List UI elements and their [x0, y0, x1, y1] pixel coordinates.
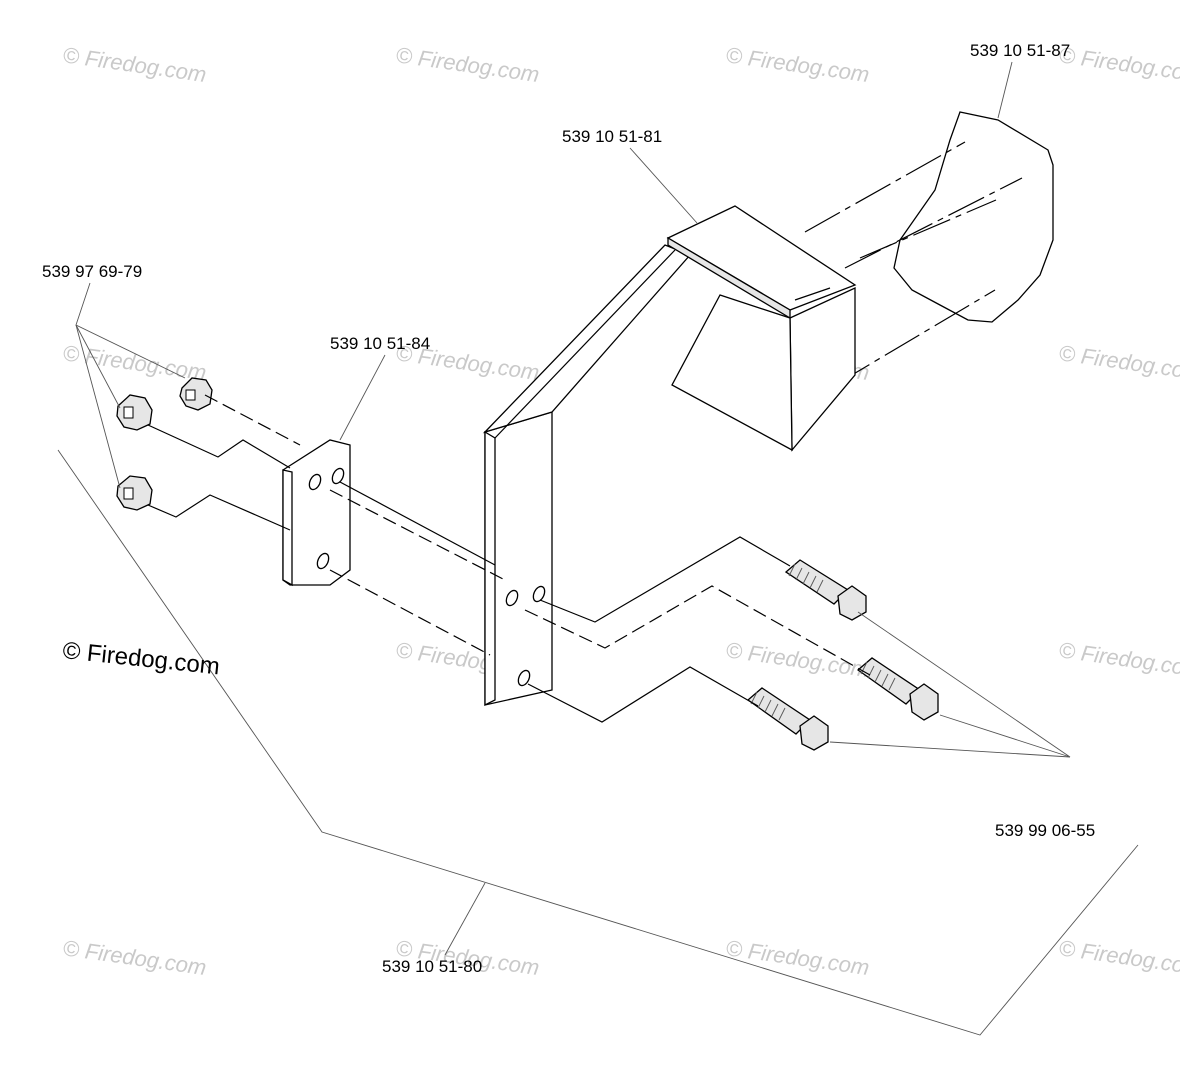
- watermark: © Firedog.com: [1057, 637, 1180, 682]
- label-539-97-69-79: 539 97 69-79: [42, 262, 142, 281]
- watermark: © Firedog.com: [394, 42, 541, 87]
- bolt: [746, 687, 829, 751]
- bolt: [856, 657, 939, 721]
- watermark: © Firedog.com: [61, 42, 208, 87]
- part-bolts: [746, 559, 939, 751]
- part-nuts: [116, 377, 213, 511]
- bolt: [784, 559, 867, 621]
- guard-mount-lines: [804, 141, 1023, 386]
- watermark: © Firedog.com: [1057, 935, 1180, 980]
- label-539-99-06-55: 539 99 06-55: [995, 821, 1095, 840]
- watermark: © Firedog.com: [1057, 42, 1180, 87]
- part-bracket: [482, 205, 857, 707]
- watermark: © Firedog.com: [61, 340, 208, 385]
- watermark: © Firedog.com: [724, 935, 871, 980]
- watermark: © Firedog.com: [61, 935, 208, 980]
- label-539-10-51-87: 539 10 51-87: [970, 41, 1070, 60]
- nut: [116, 475, 153, 511]
- assembly-lines: [147, 394, 871, 723]
- part-labels: 539 10 51-87 539 10 51-81 539 97 69-79 5…: [42, 41, 1095, 976]
- label-539-10-51-81: 539 10 51-81: [562, 127, 662, 146]
- part-clamp-plate: [282, 439, 351, 587]
- watermark: © Firedog.com: [724, 42, 871, 87]
- leader-lines: [57, 61, 1139, 1036]
- label-539-10-51-80: 539 10 51-80: [382, 957, 482, 976]
- part-guard-block: [893, 111, 1054, 323]
- watermark: © Firedog.com: [1057, 340, 1180, 385]
- watermark: © Firedog.com: [724, 637, 871, 682]
- nut: [116, 394, 153, 431]
- label-539-10-51-84: 539 10 51-84: [330, 334, 430, 353]
- copyright-credit: © Firedog.com: [61, 637, 221, 680]
- nut: [179, 377, 213, 411]
